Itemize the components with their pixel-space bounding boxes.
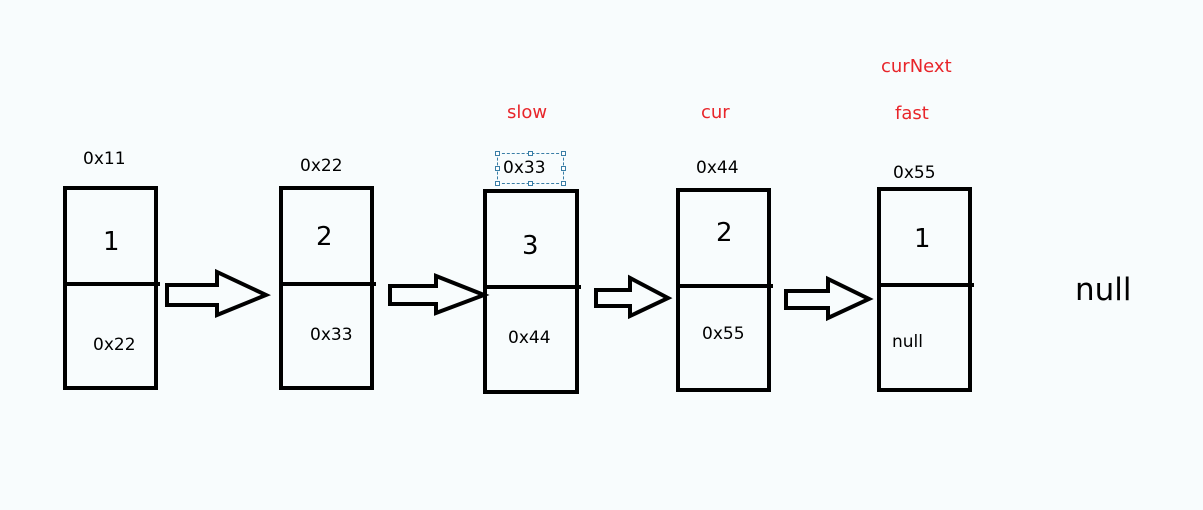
node-divider	[63, 282, 160, 286]
node-address-1: 0x11	[83, 149, 126, 169]
list-node-3	[483, 189, 579, 394]
block-arrow-icon	[165, 268, 271, 318]
list-node-5	[877, 187, 972, 392]
resize-handle[interactable]	[528, 181, 533, 186]
node-divider	[676, 284, 773, 288]
node-next-1: 0x22	[93, 335, 136, 355]
resize-handle[interactable]	[561, 151, 566, 156]
node-value-2: 2	[316, 222, 333, 252]
pointer-label-curnext: curNext	[881, 56, 952, 77]
node-value-5: 1	[914, 224, 931, 254]
resize-handle[interactable]	[528, 151, 533, 156]
block-arrow-icon	[388, 273, 490, 316]
node-divider	[279, 282, 376, 286]
resize-handle[interactable]	[495, 151, 500, 156]
node-address-2: 0x22	[300, 156, 343, 176]
pointer-label-fast: fast	[895, 103, 929, 124]
node-next-2: 0x33	[310, 325, 353, 345]
block-arrow-icon	[594, 274, 673, 320]
pointer-label-cur: cur	[701, 102, 730, 123]
resize-handle[interactable]	[561, 181, 566, 186]
node-divider	[877, 283, 974, 287]
node-address-5: 0x55	[893, 163, 936, 183]
resize-handle[interactable]	[495, 181, 500, 186]
resize-handle[interactable]	[561, 166, 566, 171]
node-address-4: 0x44	[696, 158, 739, 178]
list-node-2	[279, 186, 374, 390]
resize-handle[interactable]	[495, 166, 500, 171]
node-next-4: 0x55	[702, 324, 745, 344]
node-divider	[483, 285, 581, 289]
list-node-1	[63, 186, 158, 390]
node-value-3: 3	[522, 231, 539, 261]
list-node-4	[676, 188, 771, 392]
node-value-4: 2	[716, 218, 733, 248]
pointer-label-slow: slow	[507, 102, 548, 123]
node-value-1: 1	[103, 227, 120, 257]
node-next-3: 0x44	[508, 328, 551, 348]
tail-null-label: null	[1075, 272, 1132, 308]
node-address-3: 0x33	[503, 158, 546, 178]
block-arrow-icon	[784, 275, 874, 322]
node-next-5: null	[892, 332, 923, 352]
